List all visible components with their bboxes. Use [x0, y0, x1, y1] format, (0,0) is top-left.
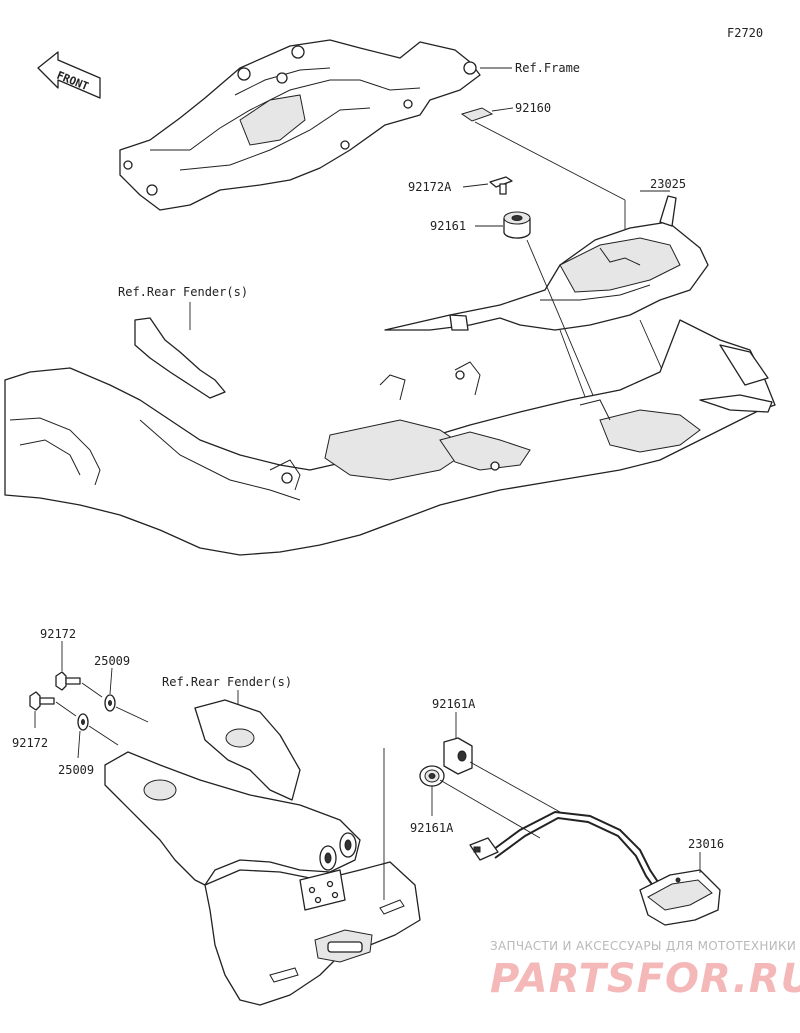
license-plate-bracket — [104, 751, 421, 1006]
watermark-brand: PARTSFOR.RU — [490, 956, 800, 1002]
rear-fender-part — [4, 319, 776, 556]
ref-rear-fender-label-top: Ref.Rear Fender(s) — [118, 285, 248, 299]
label-92172A: 92172A — [408, 180, 452, 194]
label-92172-top: 92172 — [40, 627, 76, 641]
label-92172-bottom: 92172 — [12, 736, 48, 750]
part-23025-tail-light — [384, 195, 709, 331]
frame-part — [119, 39, 481, 211]
ref-frame-label: Ref.Frame — [515, 61, 580, 75]
figure-code: F2720 — [727, 26, 763, 40]
part-25009-washer-top — [104, 694, 116, 712]
label-23016: 23016 — [688, 837, 724, 851]
front-arrow-icon: FRONT — [37, 51, 101, 99]
label-92160: 92160 — [515, 101, 551, 115]
label-23025: 23025 — [650, 177, 686, 191]
part-23016-license-light — [469, 810, 721, 926]
part-92161A-grommet-top — [443, 737, 473, 775]
rear-fender-bracket-bottom — [194, 699, 301, 801]
ref-rear-fender-label-bottom: Ref.Rear Fender(s) — [162, 675, 292, 689]
label-92161: 92161 — [430, 219, 466, 233]
watermark-tagline: ЗАПЧАСТИ И АКСЕССУАРЫ ДЛЯ МОТОТЕХНИКИ — [490, 939, 796, 953]
part-92160-pad — [460, 107, 494, 122]
label-92161A-bottom: 92161A — [410, 821, 454, 835]
part-25009-washer-bottom — [77, 713, 89, 731]
label-25009-top: 25009 — [94, 654, 130, 668]
rear-fender-bracket-top — [134, 317, 226, 399]
label-92161A-top: 92161A — [432, 697, 476, 711]
part-92172A-bolt — [489, 176, 513, 195]
part-92172-bolt-top — [55, 671, 81, 691]
label-25009-bottom: 25009 — [58, 763, 94, 777]
part-92161A-grommet-bottom — [419, 765, 445, 787]
part-92161-grommet — [503, 211, 531, 239]
part-92172-bolt-bottom — [29, 691, 55, 711]
